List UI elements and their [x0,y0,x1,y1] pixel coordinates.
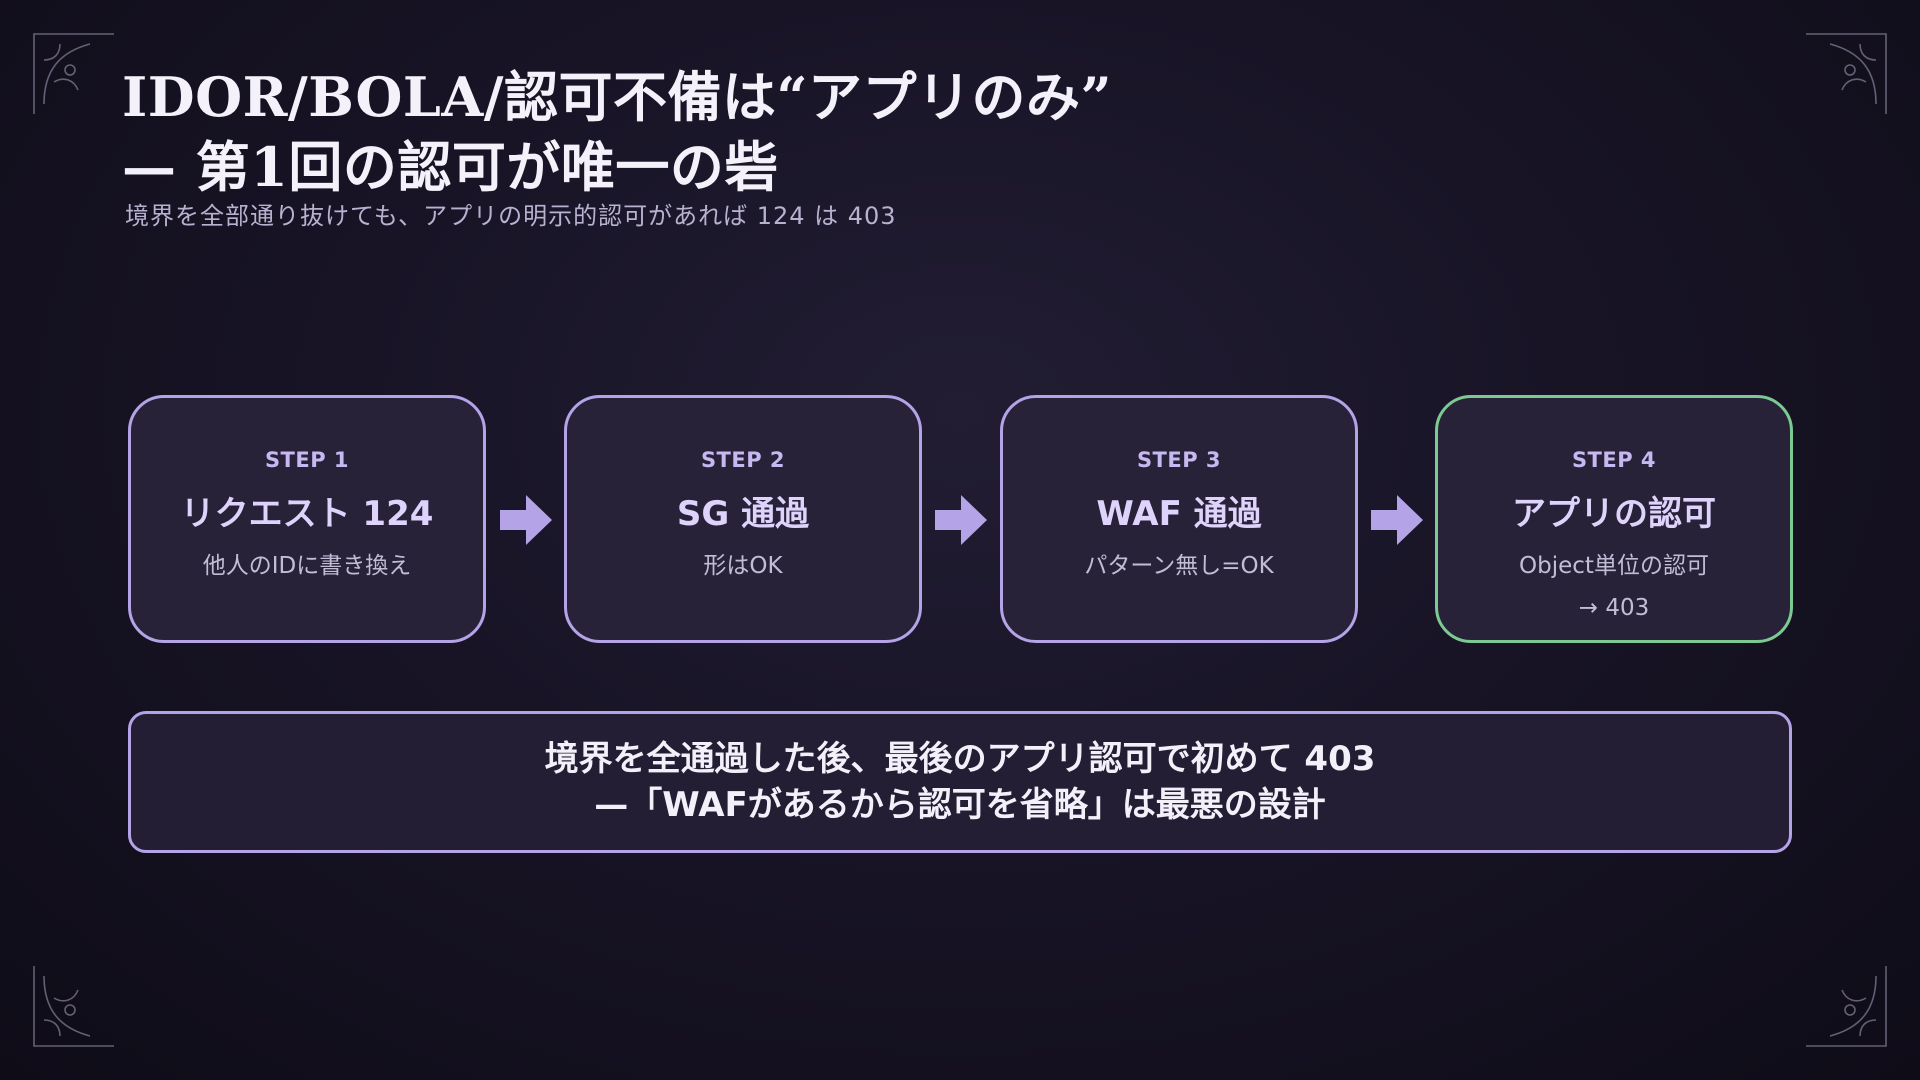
step-description: 形はOK [703,553,783,579]
step-flow: STEP 1 リクエスト 124 他人のIDに書き換え STEP 2 SG 通過… [128,395,1794,643]
step-heading: アプリの認可 [1512,494,1716,534]
slide-title-line2: — 第1回の認可が唯一の砦 [122,135,779,199]
step-label: STEP 4 [1571,448,1657,472]
slide-title: IDOR/BOLA/認可不備は“アプリのみ” — 第1回の認可が唯一の砦 [122,62,1112,202]
step-heading: SG 通過 [676,494,810,534]
step-card-3: STEP 3 WAF 通過 パターン無し=OK [1000,395,1358,643]
step-card-2: STEP 2 SG 通過 形はOK [564,395,922,643]
step-label: STEP 1 [264,448,350,472]
callout-line1: 境界を全通過した後、最後のアプリ認可で初めて 403 [544,739,1376,779]
step-label: STEP 3 [1136,448,1222,472]
right-arrow-icon [1371,495,1423,545]
right-arrow-icon [935,495,987,545]
step-description: パターン無し=OK [1084,553,1274,579]
step-card-4: STEP 4 アプリの認可 Object単位の認可 → 403 [1435,395,1793,643]
ornament-corner-icon [1802,962,1890,1050]
step-description: Object単位の認可 → 403 [1438,545,1790,629]
step-heading: リクエスト 124 [180,494,434,534]
step-description-line: Object単位の認可 [1519,553,1709,579]
slide-subtitle: 境界を全部通り抜けても、アプリの明示的認可があれば 124 は 403 [125,202,897,230]
ornament-corner-icon [30,962,118,1050]
step-description: 他人のIDに書き換え [202,553,412,579]
step-heading: WAF 通過 [1096,494,1262,534]
right-arrow-icon [500,495,552,545]
slide-title-line1: IDOR/BOLA/認可不備は“アプリのみ” [122,65,1113,129]
conclusion-callout: 境界を全通過した後、最後のアプリ認可で初めて 403 —「WAFがあるから認可を… [128,711,1792,853]
callout-line2: —「WAFがあるから認可を省略」は最悪の設計 [594,785,1326,825]
step-card-1: STEP 1 リクエスト 124 他人のIDに書き換え [128,395,486,643]
ornament-corner-icon [1802,30,1890,118]
step-label: STEP 2 [700,448,786,472]
ornament-corner-icon [30,30,118,118]
step-description-line: → 403 [1578,595,1650,621]
